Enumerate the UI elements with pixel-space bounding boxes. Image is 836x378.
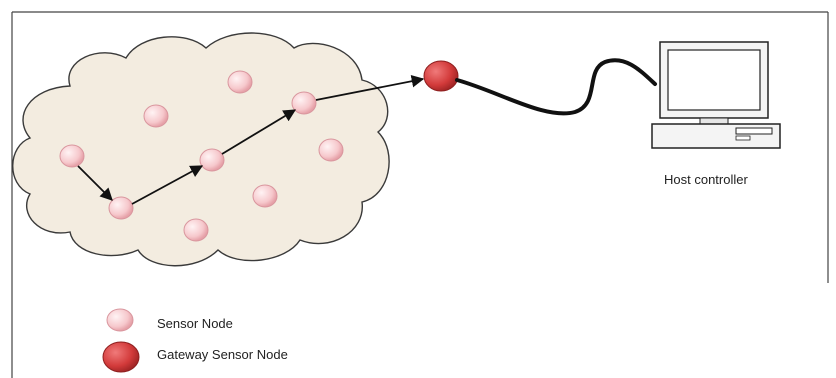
cable <box>455 58 657 116</box>
legend-gateway-node-label: Gateway Sensor Node <box>157 347 288 362</box>
sensor-node <box>227 70 253 94</box>
host-controller-label: Host controller <box>664 172 748 187</box>
sensor-node <box>318 138 344 162</box>
sensor-node <box>59 144 85 168</box>
sensor-node <box>108 196 134 220</box>
legend-sensor-node-label: Sensor Node <box>157 316 233 331</box>
legend-sensor-node-icon <box>106 308 134 332</box>
route-arrow <box>315 75 425 101</box>
sensor-node <box>143 104 169 128</box>
gateway-sensor-node <box>423 60 459 92</box>
sensor-node <box>252 184 278 208</box>
desktop-computer-icon <box>651 41 781 149</box>
legend-gateway-node-icon <box>102 341 140 373</box>
sensor-node <box>183 218 209 242</box>
route-arrow <box>221 109 297 155</box>
sensor-node <box>199 148 225 172</box>
route-arrow <box>77 165 113 201</box>
sensor-node <box>291 91 317 115</box>
route-arrow <box>131 165 204 205</box>
sensor-field-cloud <box>12 32 390 267</box>
